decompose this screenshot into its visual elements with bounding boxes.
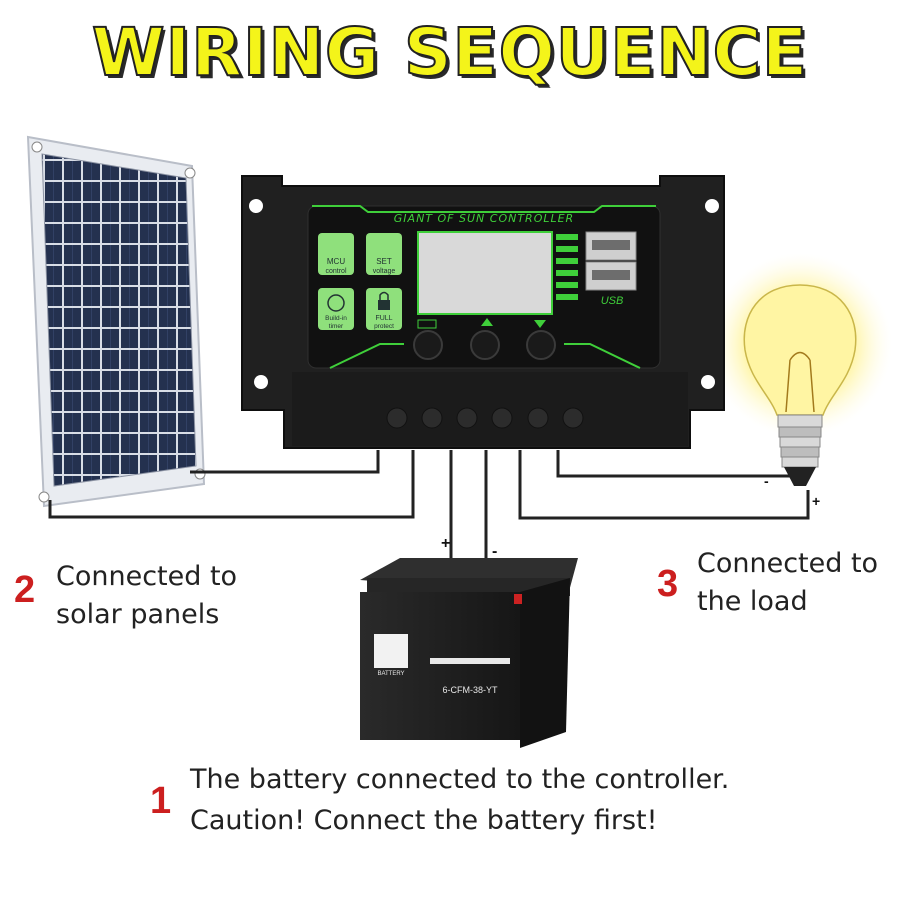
- solar-panel: [26, 135, 206, 508]
- step-2-number: 2: [14, 569, 36, 611]
- light-bulb: [708, 253, 892, 486]
- svg-text:MCU: MCU: [327, 257, 345, 266]
- load-minus-label: -: [764, 473, 769, 489]
- lcd-screen: [417, 231, 553, 315]
- usb-label: USB: [601, 295, 624, 307]
- control-button-left: [413, 330, 443, 360]
- step-1-number: 1: [150, 780, 172, 822]
- step-3-line1: Connected to: [697, 548, 879, 579]
- svg-text:FULL: FULL: [375, 315, 392, 322]
- battery-indicator-icon: [417, 319, 437, 329]
- svg-text:protect: protect: [374, 323, 394, 330]
- svg-text:timer: timer: [329, 323, 344, 330]
- step-1-line2: Caution! Connect the battery first!: [190, 805, 658, 836]
- step-2-line1: Connected to: [56, 561, 238, 592]
- controller-label: GIANT OF SUN CONTROLLER: [394, 212, 574, 225]
- down-arrow-icon: [534, 320, 546, 328]
- control-button-right: [526, 330, 556, 360]
- wires: [48, 450, 810, 560]
- battery-brand: BATTERY: [377, 671, 404, 677]
- battery-minus-label: -: [492, 543, 497, 560]
- battery: BATTERY 6-CFM-38-YT + -: [360, 535, 578, 748]
- battery-plus-label: +: [441, 535, 450, 552]
- up-arrow-icon: [481, 318, 493, 326]
- charge-controller: GIANT OF SUN CONTROLLER MCU control SET …: [241, 175, 725, 449]
- wire-panel-positive: [190, 450, 380, 474]
- wire-load-positive: [518, 450, 810, 520]
- step-3-number: 3: [657, 563, 679, 605]
- step-2-line2: solar panels: [56, 599, 220, 630]
- svg-text:voltage: voltage: [373, 268, 396, 275]
- control-button-middle: [470, 330, 500, 360]
- step-3-line2: the load: [697, 586, 808, 617]
- wire-panel-negative: [48, 450, 415, 519]
- svg-text:SET: SET: [376, 257, 392, 266]
- svg-text:control: control: [325, 268, 346, 275]
- svg-text:Build-in: Build-in: [325, 315, 347, 322]
- battery-model: 6-CFM-38-YT: [442, 685, 498, 695]
- load-plus-label: +: [812, 493, 820, 509]
- wire-load-negative: [556, 450, 790, 478]
- set-voltage-icon: [366, 233, 402, 275]
- step-1-line1: The battery connected to the controller.: [190, 764, 730, 795]
- mcu-control-icon: [318, 233, 354, 275]
- diagram-title: WIRING SEQUENCE: [91, 13, 809, 92]
- timer-icon: [318, 288, 354, 330]
